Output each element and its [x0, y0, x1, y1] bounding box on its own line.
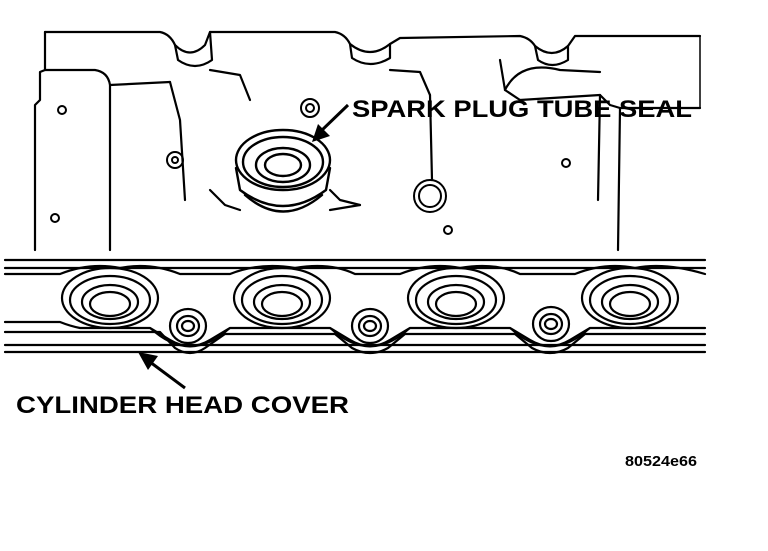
spark-plug-wells: [60, 266, 680, 330]
engine-block: [33, 30, 702, 252]
cover-bolt-bosses: [168, 305, 571, 345]
cover-pointer-arrow: [138, 352, 186, 390]
figure-code: 80524e66: [625, 453, 697, 470]
seal-pointer-arrow: [312, 103, 350, 142]
plug-well-3: [406, 266, 506, 330]
spark-plug-tube-seal-label: SPARK PLUG TUBE SEAL: [352, 96, 692, 123]
plug-well-2: [232, 266, 332, 330]
cylinder-head-cover: [3, 258, 707, 355]
cylinder-head-cover-label: CYLINDER HEAD COVER: [16, 392, 349, 419]
bolt-holes: [50, 98, 571, 235]
spark-plug-tube-seal: [234, 128, 332, 213]
plug-well-1: [60, 266, 160, 330]
plug-well-4: [580, 266, 680, 330]
